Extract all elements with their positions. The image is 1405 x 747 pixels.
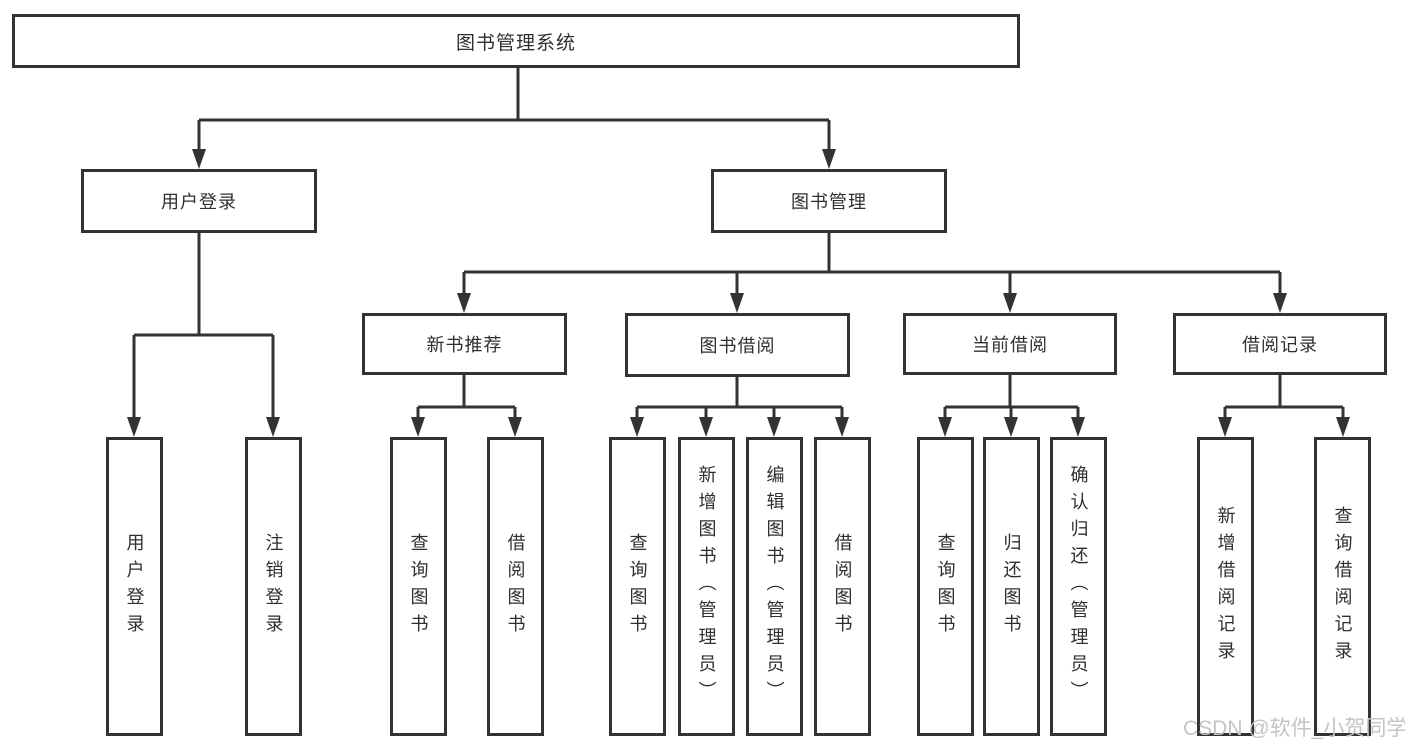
node-leaf-query-books-2: 查询图书 <box>609 437 666 736</box>
node-leaf-query-borrow-record: 查询借阅记录 <box>1314 437 1371 736</box>
node-book-borrow: 图书借阅 <box>625 313 850 377</box>
node-borrow-records: 借阅记录 <box>1173 313 1387 375</box>
node-leaf-confirm-return-admin: 确认归还（管理员） <box>1050 437 1107 736</box>
node-root-label: 图书管理系统 <box>455 32 576 54</box>
node-leaf-add-books-admin: 新增图书（管理员） <box>678 437 735 736</box>
connector-new-book-rec-to-leaves <box>411 375 522 437</box>
node-leaf-add-books-admin-label: 新增图书（管理员） <box>696 465 717 708</box>
node-leaf-edit-books-admin: 编辑图书（管理员） <box>746 437 803 736</box>
node-leaf-logout-label: 注销登录 <box>263 532 284 641</box>
node-new-book-recommend: 新书推荐 <box>362 313 567 375</box>
node-new-book-recommend-label: 新书推荐 <box>426 335 503 355</box>
node-leaf-query-books-1: 查询图书 <box>390 437 447 736</box>
node-leaf-query-books-1-label: 查询图书 <box>408 532 429 641</box>
node-leaf-add-borrow-record-label: 新增借阅记录 <box>1215 505 1236 668</box>
node-leaf-query-borrow-record-label: 查询借阅记录 <box>1332 505 1353 668</box>
node-current-borrow: 当前借阅 <box>903 313 1117 375</box>
node-leaf-logout: 注销登录 <box>245 437 302 736</box>
node-book-borrow-label: 图书借阅 <box>699 336 776 356</box>
node-borrow-records-label: 借阅记录 <box>1242 335 1318 355</box>
node-leaf-return-books: 归还图书 <box>983 437 1040 736</box>
node-leaf-query-books-2-label: 查询图书 <box>627 532 648 641</box>
connector-user-login-to-leaves <box>127 233 280 437</box>
node-leaf-borrow-books-1-label: 借阅图书 <box>505 532 526 641</box>
node-leaf-user-login-label: 用户登录 <box>124 532 145 641</box>
node-book-mgmt: 图书管理 <box>711 169 947 233</box>
connector-book-mgmt-to-level3 <box>457 233 1287 313</box>
node-leaf-query-books-3-label: 查询图书 <box>935 532 956 641</box>
node-leaf-borrow-books-2: 借阅图书 <box>814 437 871 736</box>
watermark-csdn: CSDN @软件_小贺同学 <box>1183 717 1405 740</box>
node-leaf-borrow-books-1: 借阅图书 <box>487 437 544 736</box>
node-leaf-query-books-3: 查询图书 <box>917 437 974 736</box>
node-leaf-edit-books-admin-label: 编辑图书（管理员） <box>764 465 785 708</box>
node-user-login: 用户登录 <box>81 169 317 233</box>
connector-root-to-level2 <box>192 68 836 169</box>
node-current-borrow-label: 当前借阅 <box>972 335 1048 355</box>
node-leaf-return-books-label: 归还图书 <box>1001 532 1022 641</box>
node-user-login-label: 用户登录 <box>161 192 237 212</box>
node-leaf-borrow-books-2-label: 借阅图书 <box>832 532 853 641</box>
node-root: 图书管理系统 <box>12 14 1020 68</box>
node-leaf-user-login: 用户登录 <box>106 437 163 736</box>
connector-current-borrow-to-leaves <box>938 375 1085 437</box>
connector-borrow-records-to-leaves <box>1218 375 1350 437</box>
node-leaf-add-borrow-record: 新增借阅记录 <box>1197 437 1254 736</box>
connector-book-borrow-to-leaves <box>630 377 849 437</box>
node-leaf-confirm-return-admin-label: 确认归还（管理员） <box>1068 465 1089 708</box>
node-book-mgmt-label: 图书管理 <box>791 192 867 212</box>
